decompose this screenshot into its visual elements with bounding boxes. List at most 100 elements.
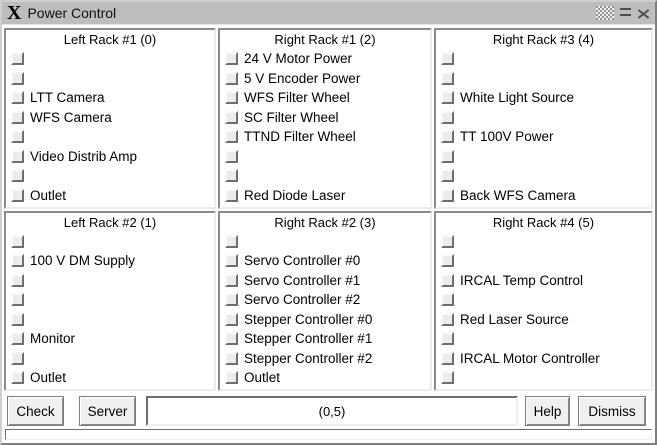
checkbox-video-distrib-amp[interactable] (11, 149, 24, 163)
minimize-icon[interactable] (620, 8, 631, 16)
checkbox-unlabeled-2-6[interactable] (441, 169, 454, 183)
checkbox-unlabeled-3-3[interactable] (11, 293, 24, 307)
checkbox-unlabeled-1-6[interactable] (225, 169, 238, 183)
checkbox-unlabeled-4-0[interactable] (225, 234, 238, 248)
panel-right-rack-1-2: Right Rack #1 (2) 24 V Motor Power 5 V Enc… (218, 28, 432, 209)
checkbox-unlabeled-0-6[interactable] (11, 169, 24, 183)
dither-icon[interactable] (596, 6, 614, 20)
checkbox-label: 24 V Motor Power (244, 51, 353, 67)
power-row: Red Diode Laser (220, 186, 430, 206)
power-row: Outlet (6, 368, 214, 388)
checkbox-unlabeled-1-5[interactable] (225, 149, 238, 163)
power-row: LTT Camera (6, 88, 214, 108)
checkbox-ircal-motor-controller[interactable] (441, 351, 454, 365)
close-icon[interactable] (637, 7, 650, 20)
checkbox-label: Stepper Controller #0 (244, 311, 373, 327)
checkbox-unlabeled-3-4[interactable] (11, 312, 24, 326)
checkbox-label: Servo Controller #2 (244, 292, 361, 308)
power-row (6, 349, 214, 369)
checkbox-unlabeled-3-2[interactable] (11, 273, 24, 287)
checkbox-unlabeled-2-3[interactable] (441, 110, 454, 124)
checkbox-outlet[interactable] (225, 371, 238, 385)
checkbox-5-v-encoder-power[interactable] (225, 71, 238, 85)
checkbox-label: Outlet (30, 370, 67, 386)
power-row (436, 147, 651, 167)
checkbox-sc-filter-wheel[interactable] (225, 110, 238, 124)
power-row: TTND Filter Wheel (220, 127, 430, 147)
help-button[interactable]: Help (525, 396, 570, 426)
checkbox-outlet[interactable] (11, 188, 24, 202)
checkbox-unlabeled-5-7[interactable] (441, 371, 454, 385)
checkbox-label: Servo Controller #1 (244, 272, 361, 288)
checkbox-unlabeled-3-0[interactable] (11, 234, 24, 248)
checkbox-24-v-motor-power[interactable] (225, 52, 238, 66)
power-row (6, 290, 214, 310)
checkbox-outlet[interactable] (11, 371, 24, 385)
power-row (436, 108, 651, 128)
power-row: WFS Camera (6, 108, 214, 128)
checkbox-stepper-controller-2[interactable] (225, 351, 238, 365)
checkbox-label: WFS Filter Wheel (244, 90, 350, 106)
checkbox-unlabeled-5-0[interactable] (441, 234, 454, 248)
checkbox-ltt-camera[interactable] (11, 91, 24, 105)
checkbox-label: White Light Source (460, 90, 575, 106)
checkbox-stepper-controller-1[interactable] (225, 332, 238, 346)
checkbox-unlabeled-5-3[interactable] (441, 293, 454, 307)
checkbox-unlabeled-2-0[interactable] (441, 52, 454, 66)
footer-button-row: Check Server (0,5) Help Dismiss (5, 396, 652, 426)
check-button[interactable]: Check (7, 396, 64, 426)
checkbox-unlabeled-5-1[interactable] (441, 254, 454, 268)
power-row (220, 166, 430, 186)
checkbox-ircal-temp-control[interactable] (441, 273, 454, 287)
checkbox-unlabeled-0-0[interactable] (11, 52, 24, 66)
panel-title: Right Rack #1 (2) (274, 32, 376, 47)
checkbox-unlabeled-3-6[interactable] (11, 351, 24, 365)
power-row: WFS Filter Wheel (220, 88, 430, 108)
checkbox-servo-controller-0[interactable] (225, 254, 238, 268)
checkbox-unlabeled-0-4[interactable] (11, 130, 24, 144)
power-row (436, 368, 651, 388)
checkbox-label: Red Diode Laser (244, 187, 346, 203)
checkbox-red-laser-source[interactable] (441, 312, 454, 326)
checkbox-ttnd-filter-wheel[interactable] (225, 130, 238, 144)
checkbox-label: Servo Controller #0 (244, 253, 361, 269)
panel-title: Left Rack #2 (1) (63, 214, 157, 230)
power-row (436, 329, 651, 349)
checkbox-label: Red Laser Source (460, 311, 569, 327)
checkbox-label: TT 100V Power (460, 129, 554, 145)
power-row (436, 232, 651, 252)
checkbox-servo-controller-2[interactable] (225, 293, 238, 307)
checkbox-wfs-filter-wheel[interactable] (225, 91, 238, 105)
status-field[interactable]: (0,5) (146, 396, 518, 426)
titlebar[interactable]: X Power Control (2, 2, 655, 25)
power-row: Outlet (220, 368, 430, 388)
checkbox-unlabeled-5-5[interactable] (441, 332, 454, 346)
checkbox-wfs-camera[interactable] (11, 110, 24, 124)
checkbox-servo-controller-1[interactable] (225, 273, 238, 287)
power-row: 5 V Encoder Power (220, 69, 430, 89)
power-row: Back WFS Camera (436, 186, 651, 206)
power-row (6, 271, 214, 291)
checkbox-unlabeled-0-1[interactable] (11, 71, 24, 85)
checkbox-tt-100v-power[interactable] (441, 130, 454, 144)
server-button[interactable]: Server (79, 396, 136, 426)
x11-logo-icon: X (7, 2, 21, 24)
power-row: Servo Controller #1 (220, 271, 430, 291)
checkbox-white-light-source[interactable] (441, 91, 454, 105)
power-row: Stepper Controller #0 (220, 310, 430, 330)
checkbox-back-wfs-camera[interactable] (441, 188, 454, 202)
power-row (220, 147, 430, 167)
checkbox-stepper-controller-0[interactable] (225, 312, 238, 326)
checkbox-unlabeled-2-1[interactable] (441, 71, 454, 85)
dismiss-button[interactable]: Dismiss (578, 396, 646, 426)
checkbox-unlabeled-2-5[interactable] (441, 149, 454, 163)
checkbox-red-diode-laser[interactable] (225, 188, 238, 202)
power-row: IRCAL Temp Control (436, 271, 651, 291)
power-row: SC Filter Wheel (220, 108, 430, 128)
checkbox-monitor[interactable] (11, 332, 24, 346)
power-row: 100 V DM Supply (6, 251, 214, 271)
checkbox-100-v-dm-supply[interactable] (11, 254, 24, 268)
panel-title: Right Rack #2 (3) (274, 214, 376, 230)
